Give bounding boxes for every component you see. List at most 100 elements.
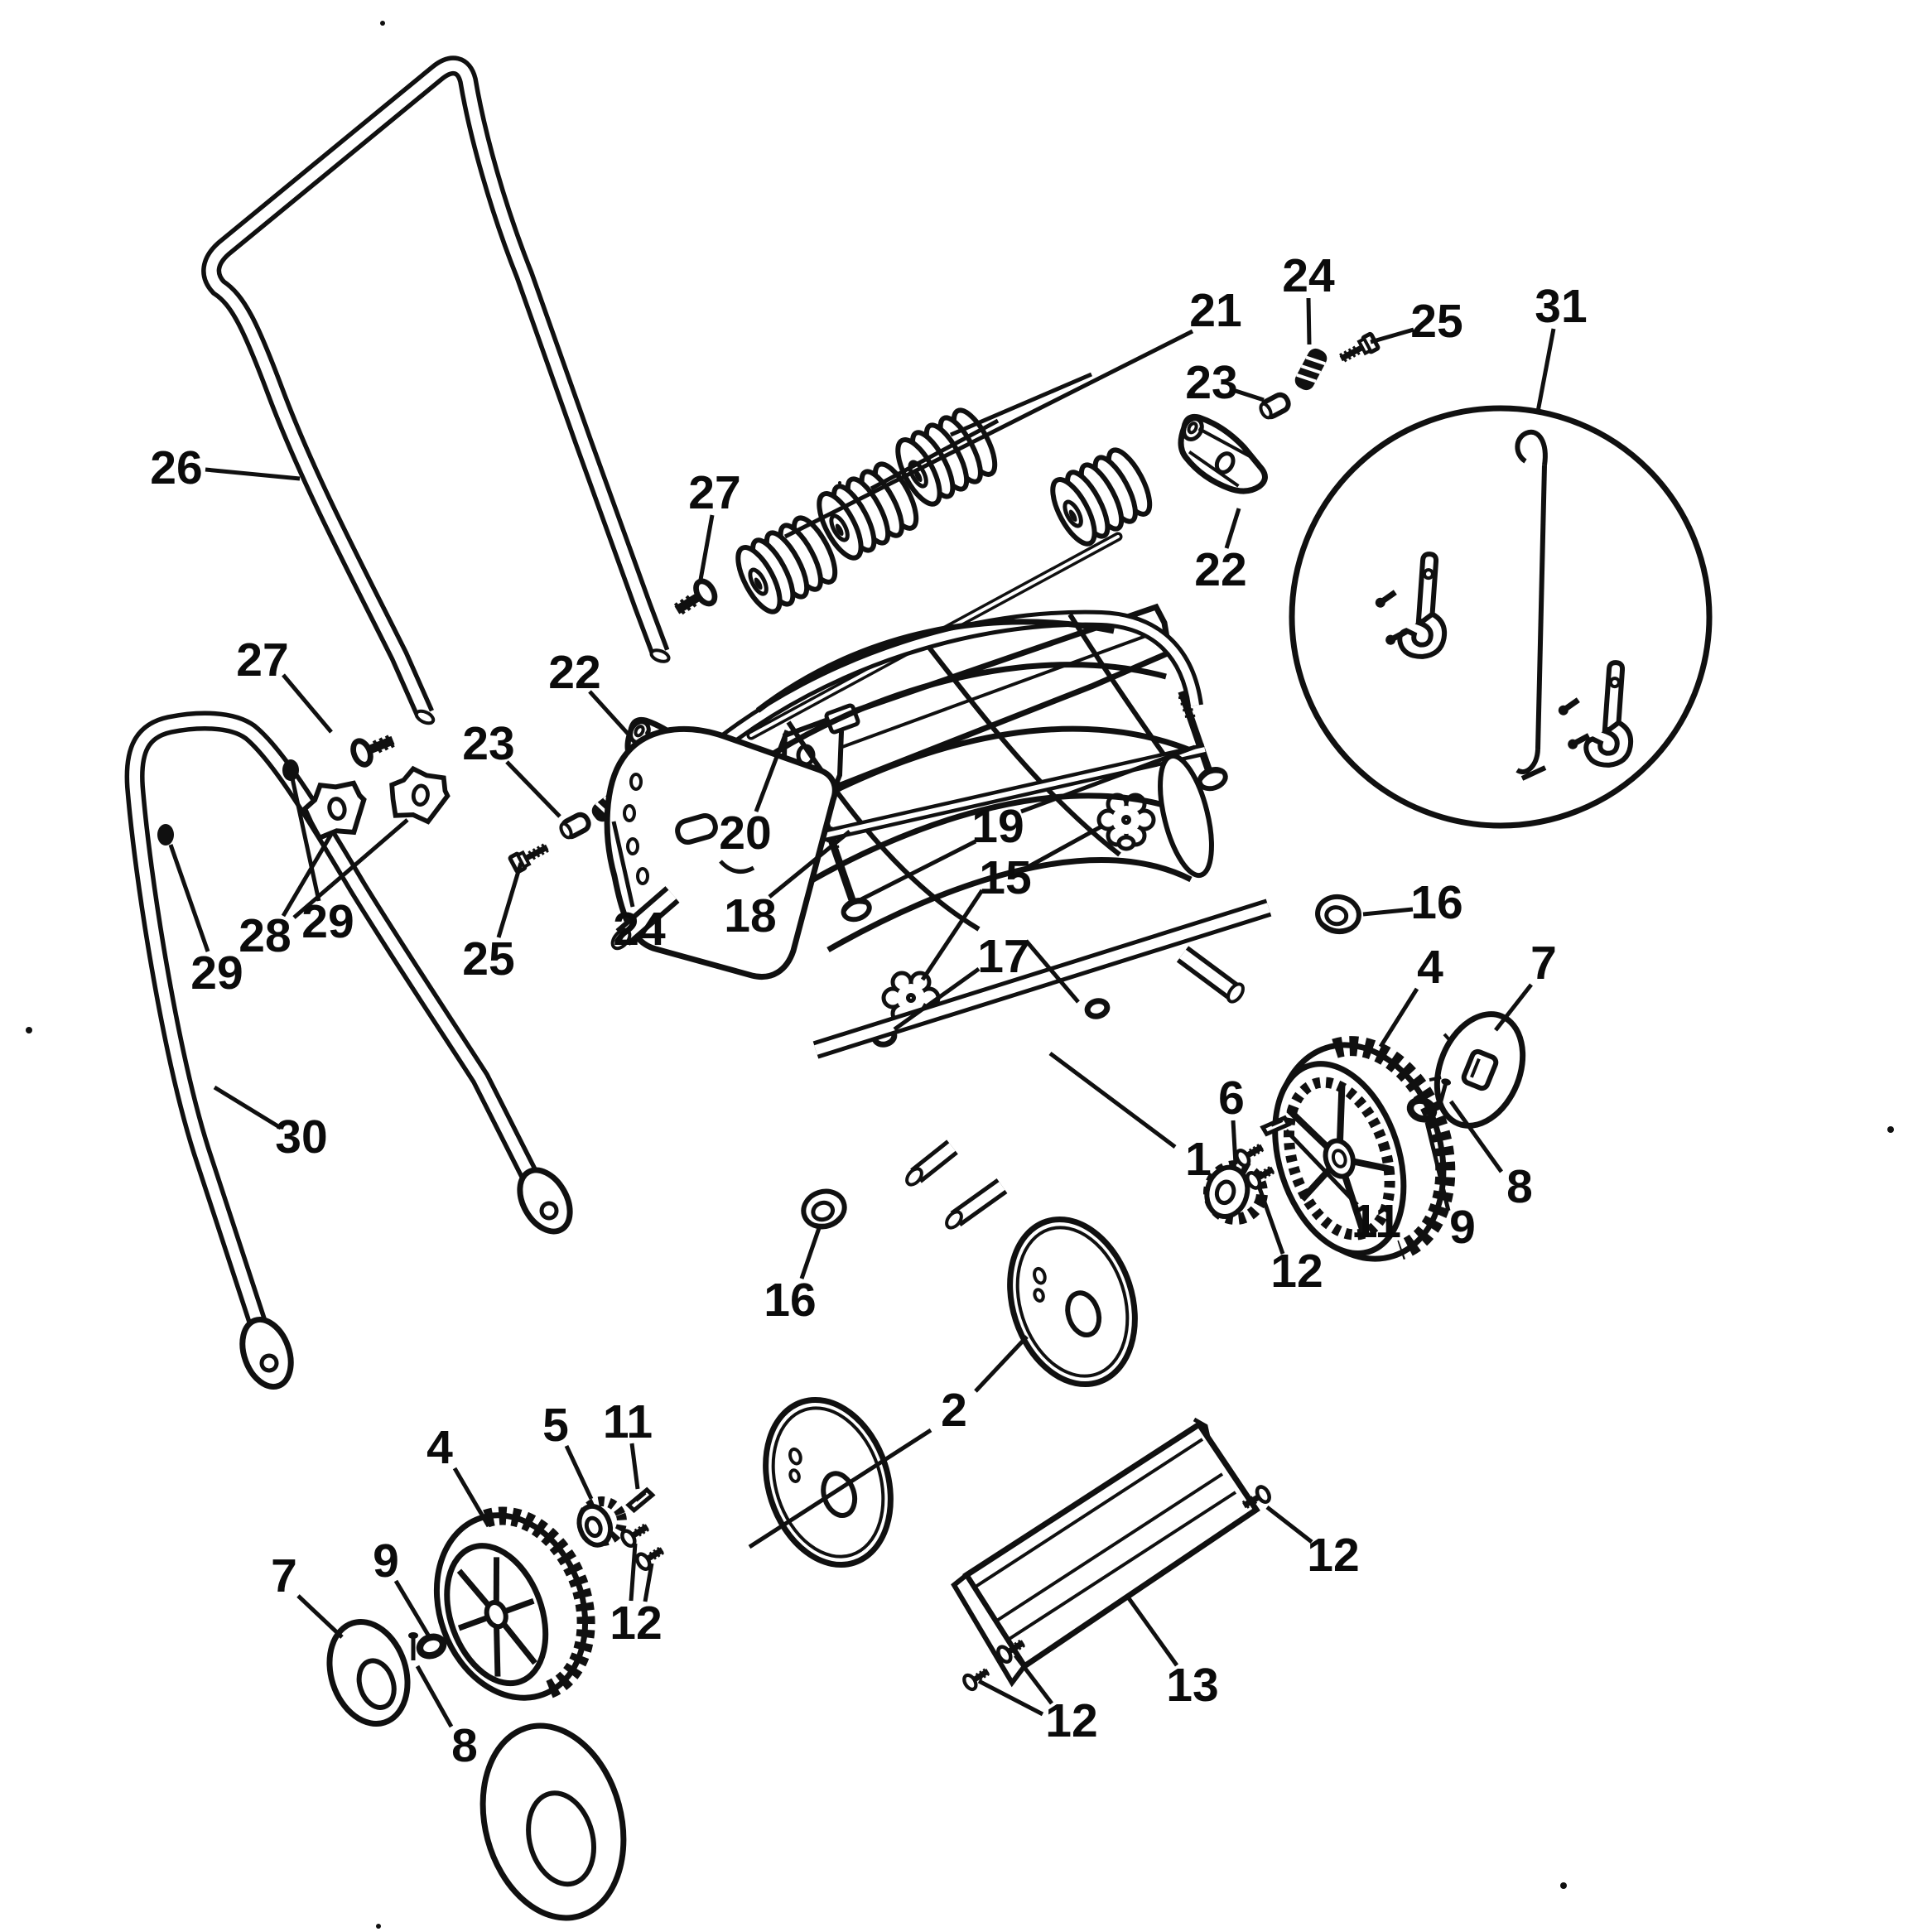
part-label-22: 22 [548,646,600,699]
leader-line-28 [292,818,409,919]
part-label-23: 23 [462,717,514,770]
leader-line-11 [629,1443,640,1490]
leader-line-17 [893,966,981,1032]
part-label-8: 8 [451,1719,478,1772]
part-label-28: 28 [239,909,291,962]
part-label-19: 19 [971,800,1024,853]
wing-knob-28 [301,777,370,841]
pinion-gear-5 [576,1496,627,1548]
part-label-27: 27 [236,634,288,687]
leader-line-8 [415,1665,454,1728]
leader-line-19 [860,839,977,902]
upper-handle-26 [201,55,671,725]
part-label-25: 25 [462,932,514,985]
leader-line-15 [1026,824,1103,870]
side-disc-2 [990,1203,1155,1401]
part-label-31: 31 [1535,280,1587,333]
part-label-30: 30 [275,1111,327,1164]
part-label-27: 27 [688,466,740,519]
part-label-22: 22 [1194,543,1246,596]
washer-9 [417,1634,446,1659]
part-label-5: 5 [542,1399,569,1452]
part-label-8: 8 [1506,1160,1533,1213]
leader-line-5 [564,1444,594,1501]
screw-27 [350,729,398,767]
part-label-12: 12 [1270,1245,1323,1298]
leader-line-1 [1048,1051,1177,1149]
latch-screw [1373,588,1398,609]
part-label-1: 1 [1185,1133,1212,1186]
leader-line-27 [698,514,715,581]
leader-line-15 [920,889,985,981]
grass-shield-13 [951,1417,1260,1688]
leader-line-29 [168,844,210,952]
leader-line-23 [1235,388,1265,402]
leader-line-22 [588,690,631,737]
leader-line-12 [1014,1654,1053,1705]
page-specks [26,21,1894,1929]
roller-bracket-22 [1167,412,1276,503]
leader-line-16 [1362,907,1414,917]
latch-screw [1556,696,1581,717]
leader-line-18 [768,830,851,899]
part-label-13: 13 [1166,1659,1218,1712]
roll-pin-23 [1258,393,1290,421]
part-label-29: 29 [301,895,354,948]
part-label-12: 12 [1045,1694,1097,1747]
leader-line-4 [452,1467,491,1528]
handle-foot [239,1316,294,1390]
height-adjust-rod [1515,429,1548,781]
leader-line-24 [1306,297,1312,345]
leader-line-12 [1256,1185,1285,1255]
screw-27 [671,578,719,621]
drive-wheel-4 [433,1506,595,1701]
leader-line-13 [1126,1597,1179,1667]
leader-line-8 [1448,1100,1504,1173]
leader-line-21 [950,372,1092,437]
bearing-16 [1315,894,1361,935]
part-label-4: 4 [1417,941,1443,994]
part-label-7: 7 [1530,937,1557,990]
leader-line-29 [290,778,321,902]
leader-line-25 [496,862,523,938]
leader-line-25 [1370,327,1414,344]
roll-pin-23 [558,812,590,841]
lower-handle-30 [124,711,573,1390]
leader-line-12 [1265,1506,1313,1544]
part-label-2: 2 [941,1384,967,1437]
hub-cap-7 [326,1618,411,1727]
leader-line-24 [611,821,635,908]
part-label-29: 29 [190,947,243,1000]
leader-line-27 [282,673,333,734]
bolt-25 [509,840,551,872]
spring-24 [1294,348,1328,391]
leader-line-17 [1024,939,1080,1004]
side-disc-2 [745,1384,911,1582]
reel-assembly-1 [604,609,1272,1230]
part-label-24: 24 [613,903,666,956]
leader-line-7 [1494,983,1533,1032]
leader-line-9 [393,1579,431,1638]
screw-12 [1234,1139,1266,1168]
leader-line-22 [1224,508,1241,549]
bearing-16 [799,1186,850,1231]
part-label-6: 6 [1218,1072,1245,1125]
leader-line-31 [1535,328,1556,412]
part-label-12: 12 [610,1597,662,1650]
drive-wheel-4 [1272,1036,1456,1262]
handle-foot [517,1167,573,1235]
roller-21 [1044,445,1158,550]
part-label-12: 12 [1307,1529,1359,1582]
clip-11 [627,1489,653,1510]
part-label-21: 21 [1189,284,1241,337]
part-label-9: 9 [373,1535,399,1588]
part-label-26: 26 [150,441,202,494]
leader-line-21 [870,418,1000,491]
part-label-11: 11 [603,1395,653,1448]
leader-line-7 [296,1594,344,1639]
leader-line-2 [974,1335,1029,1393]
part-label-17: 17 [977,930,1029,983]
carriage-bolt-29 [157,824,174,846]
